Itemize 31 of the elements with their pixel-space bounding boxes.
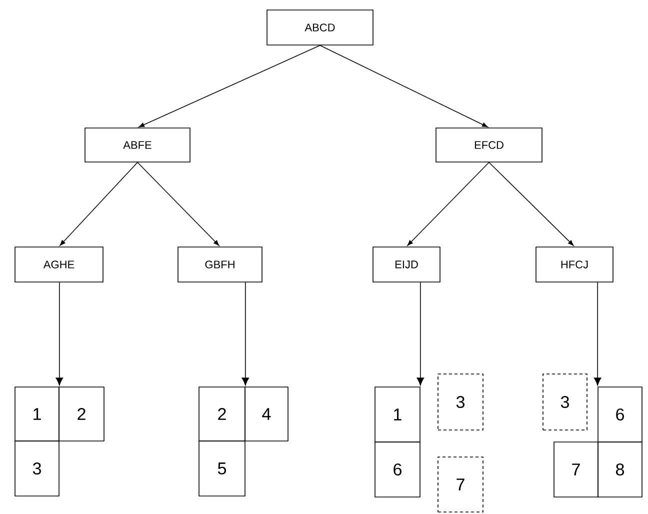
dashed-cell: 3 xyxy=(438,374,484,430)
grid-cell: 3 xyxy=(14,440,60,496)
grid-cell: 6 xyxy=(598,386,642,442)
grid-cell: 2 xyxy=(198,386,246,442)
arrow xyxy=(138,45,320,128)
arrow xyxy=(407,162,490,246)
dashed-cell: 3 xyxy=(542,374,588,430)
tree-node-box: EFCD xyxy=(436,128,542,162)
grid-cell: 6 xyxy=(374,442,420,498)
grid-cell: 8 xyxy=(598,442,642,498)
grid-cell: 5 xyxy=(198,440,246,496)
arrow xyxy=(488,162,574,246)
tree-node-box: GBFH xyxy=(178,246,262,282)
tree-node-box: EIJD xyxy=(372,246,440,282)
arrow xyxy=(594,282,602,386)
arrow xyxy=(416,282,424,386)
grid-cell: 7 xyxy=(554,442,598,498)
tree-node-box: AGHE xyxy=(14,246,104,282)
tree-node-box: ABCD xyxy=(266,10,374,46)
tree-node-box: ABFE xyxy=(84,128,190,162)
grid-cell: 2 xyxy=(58,386,104,442)
arrow xyxy=(60,162,138,246)
arrow xyxy=(242,282,250,386)
grid-cell: 1 xyxy=(374,386,420,442)
grid-cell: 4 xyxy=(244,386,288,442)
arrow xyxy=(320,45,488,128)
tree-node-box: HFCJ xyxy=(536,246,614,282)
dashed-cell: 7 xyxy=(438,456,484,512)
grid-cell: 1 xyxy=(14,386,60,442)
arrow xyxy=(137,162,220,246)
arrow xyxy=(56,282,64,386)
